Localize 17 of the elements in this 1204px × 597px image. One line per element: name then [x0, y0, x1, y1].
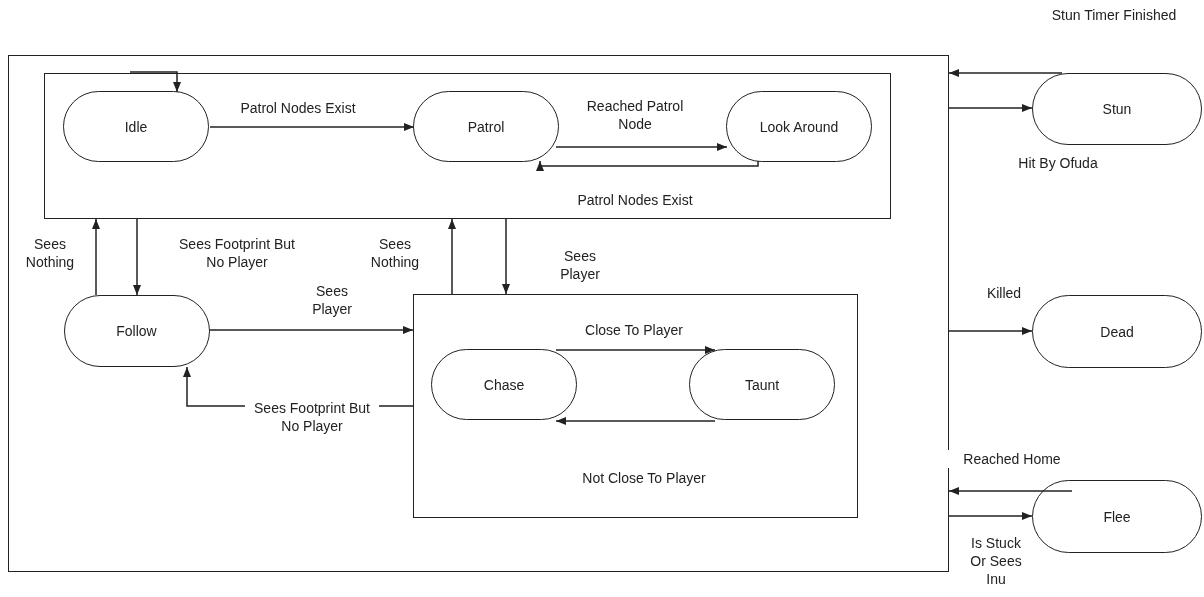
arrow: [133, 218, 141, 296]
edge-label: Sees Footprint But No Player: [245, 399, 379, 435]
arrow: [948, 327, 1033, 335]
arrow: [536, 160, 759, 171]
arrow: [209, 326, 414, 334]
arrow: [948, 487, 1073, 495]
arrow: [129, 71, 181, 93]
arrow: [502, 218, 510, 295]
arrow: [555, 417, 716, 425]
arrow: [948, 69, 1063, 77]
arrow: [209, 123, 415, 131]
arrow: [555, 143, 728, 151]
arrow: [92, 218, 100, 296]
arrow: [448, 218, 456, 295]
arrow: [555, 346, 716, 354]
arrow: [948, 512, 1033, 520]
arrow: [948, 104, 1033, 112]
